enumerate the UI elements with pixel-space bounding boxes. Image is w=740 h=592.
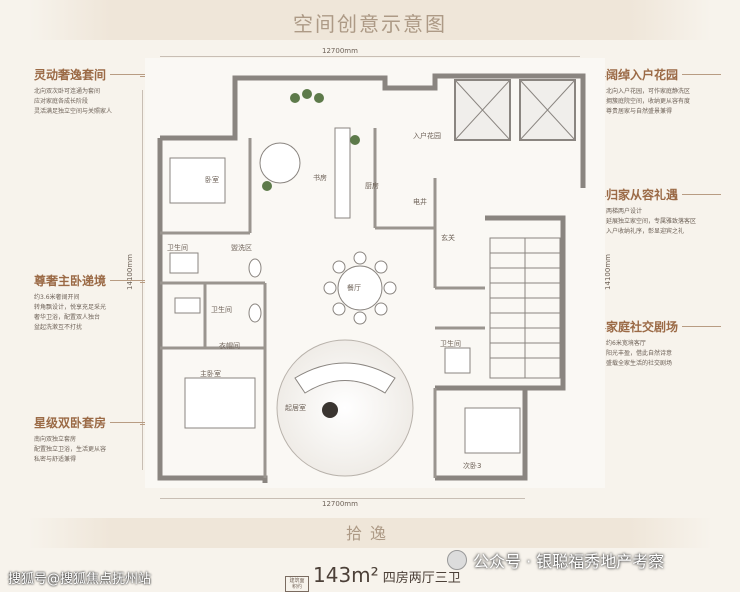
interior-walls [160,128,485,478]
callout-living: 家庭社交剧场 约6米宽境客厅阳光丰盈，借此自然诗意盛载全家生活的社交剧场 [606,318,721,369]
page-title: 空间创意示意图 [293,12,447,36]
floor-plan: 卧室 书房 入户花园 厨房 电井 玄关 卫生间 盥洗区 卫生间 餐厅 衣帽间 主… [145,58,605,488]
bottom-decorative-band [28,518,712,548]
title-band [28,0,712,40]
room-label-dining: 餐厅 [347,283,361,292]
layout-type: 四房两厅三卫 [382,571,461,586]
plants [262,89,360,191]
room-label-bath-east: 卫生间 [440,339,461,348]
study-furniture [259,127,351,219]
callout-entry: 归家从容礼遇 两梯两户设计延展独立家空间，专属雅致落客区入户收纳礼序，彰显迎宾之… [606,186,721,237]
top-dimension-label: 12700mm [322,47,358,55]
room-label-wash: 盥洗区 [231,243,252,252]
unit-spec: 建筑面积约 143m² 四房两厅三卫 [285,563,461,592]
callout-desc: 约6米宽境客厅阳光丰盈，借此自然诗意盛载全家生活的社交剧场 [606,340,673,367]
dining-table [323,251,397,325]
room-label-study: 书房 [313,173,327,182]
callout-title: 尊奢主卧递境 [34,274,107,288]
callout-title: 阔绰入户花园 [606,68,679,82]
callout-title: 家庭社交剧场 [606,320,679,334]
right-dimension-label: 14100mm [603,254,612,290]
room-label-bath-master: 卫生间 [211,305,232,314]
elevator-shafts [454,79,576,141]
callout-title: 归家从容礼遇 [606,188,679,202]
room-label-kitchen: 厨房 [365,181,379,190]
callout-desc: 北向双次卧可连通为套间应对家庭各成长阶段灵活满足独立空间与关照家人 [34,88,113,115]
bath-fixtures [169,252,471,374]
beds [169,157,521,454]
callout-desc: 约3.6米奢阔开间转角飘设计，悦享充足采光奢华卫浴，配置双人独台盆起洗漱互不打扰 [34,294,107,331]
room-label-foyer: 玄关 [441,233,455,242]
room-label-bedroom-north: 卧室 [205,175,219,184]
callout-garden: 阔绰入户花园 北向入户花园，可作家庭静洗区拥簇庭院空间，收纳更从容有度尊贵居家与… [606,66,721,117]
callout-double-suite: 星级双卧套房 南向双独立套房配置独立卫浴，生活更从容私密与舒适兼得 [34,414,149,465]
bottom-dimension-label: 12700mm [322,500,358,508]
callout-desc: 两梯两户设计延展独立家空间，专属雅致落客区入户收纳礼序，彰显迎宾之礼 [606,208,697,235]
room-label-cloakroom: 衣帽间 [219,341,240,350]
stairwell [489,237,561,379]
bottom-dimension-line [160,498,525,499]
living-room-stage [276,339,414,477]
callout-master: 尊奢主卧递境 约3.6米奢阔开间转角飘设计，悦享充足采光奢华卫浴，配置双人独台盆… [34,272,149,333]
wechat-icon [447,550,467,570]
room-label-elevator-shaft: 电井 [413,197,427,206]
area-value: 143m² [313,563,379,587]
watermark-right: 公众号 · 银聪福秀地产考察 [447,548,664,572]
callout-title: 灵动奢逸套间 [34,68,107,82]
room-label-master: 主卧室 [200,369,221,378]
room-label-garden: 入户花园 [413,131,441,140]
top-dimension-line [160,56,580,57]
area-badge: 建筑面积约 [285,576,309,592]
room-label-living: 起居室 [285,403,306,412]
callout-desc: 南向双独立套房配置独立卫浴，生活更从容私密与舒适兼得 [34,436,107,463]
callout-suite: 灵动奢逸套间 北向双次卧可连通为套间应对家庭各成长阶段灵活满足独立空间与关照家人 [34,66,149,117]
room-label-bath-west: 卫生间 [167,243,188,252]
watermark-left: 搜狐号@搜狐焦点抚州站 [8,572,152,587]
callout-desc: 北向入户花园，可作家庭静洗区拥簇庭院空间，收纳更从容有度尊贵居家与自然盛景兼得 [606,88,691,115]
callout-title: 星级双卧套房 [34,416,107,430]
watermark-right-text: 公众号 · 银聪福秀地产考察 [473,552,665,571]
outer-walls [157,73,586,483]
room-label-bedroom3: 次卧3 [463,461,481,470]
bottom-title: 拾逸 [345,524,394,543]
